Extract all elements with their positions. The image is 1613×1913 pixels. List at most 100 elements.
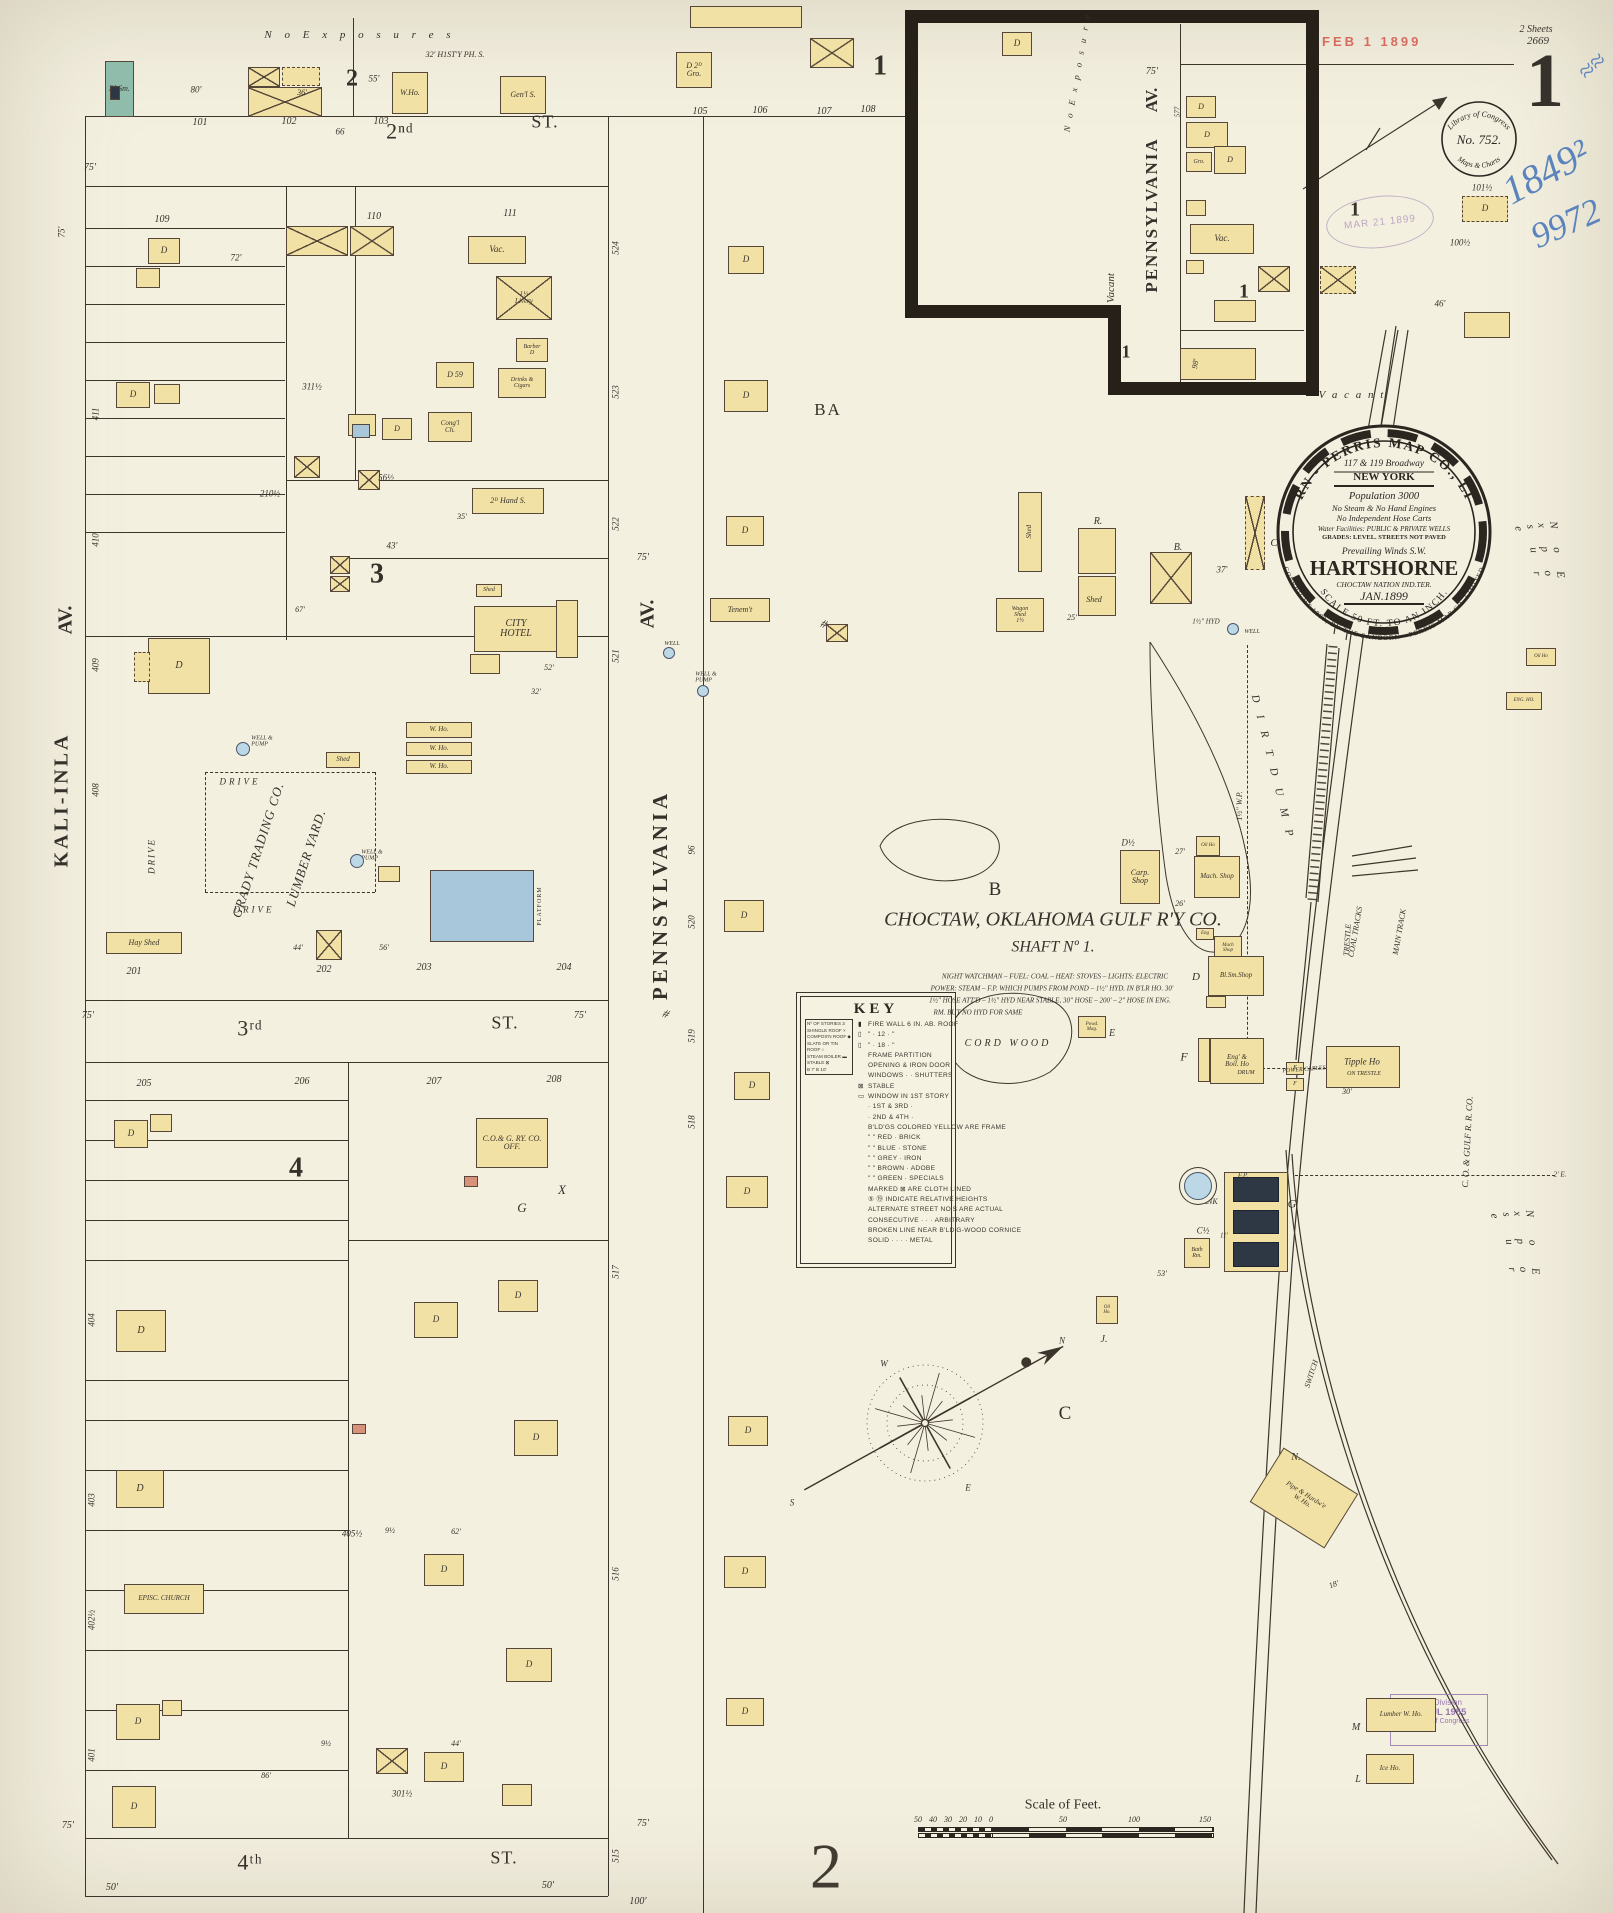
building: D — [382, 418, 412, 440]
building-label: D — [1204, 129, 1210, 139]
map-line — [85, 636, 608, 637]
map-label: DRIVE — [146, 838, 157, 874]
building — [376, 1748, 408, 1774]
map-label: 409 — [90, 658, 101, 672]
map-label: 4 — [289, 1152, 303, 1184]
building-label: D — [432, 1314, 440, 1325]
building — [154, 384, 180, 404]
map-label: N o E x p o s u r e — [1512, 520, 1568, 587]
seal-rim-top: SANBORN - PERRIS MAP CO., LIMITED — [1268, 414, 1475, 502]
sheets-note-1: 2 Sheets — [1519, 23, 1553, 35]
map-label: N. — [1291, 1451, 1301, 1463]
building-label: D — [129, 389, 137, 400]
key-row: ▯" · 12 · " — [858, 1031, 895, 1039]
building-label: D — [1013, 38, 1021, 49]
map-line — [1180, 330, 1304, 331]
map-line — [85, 186, 608, 187]
map-label: 205 — [136, 1077, 152, 1089]
building — [810, 38, 854, 68]
map-label: R. — [1093, 515, 1103, 527]
key-row: ALTERNATE STREET NO'S ARE ACTUAL — [868, 1206, 1004, 1214]
map-label: 3 — [370, 558, 384, 590]
building — [1078, 576, 1116, 616]
building — [1180, 348, 1256, 380]
map-division-line1: Map Division — [1416, 1698, 1462, 1707]
map-division-line3: Library of Congress — [1408, 1718, 1470, 1725]
map-path — [1295, 901, 1312, 1061]
map-label: W — [880, 1358, 888, 1369]
map-label: L — [1355, 1773, 1361, 1785]
building-label: Vac. — [1214, 233, 1230, 244]
building: Pipe & Hardw'e W. Ho. — [1249, 1447, 1359, 1549]
map-label: 101 — [192, 116, 208, 128]
building — [1245, 496, 1265, 570]
map-label: 311½ — [302, 381, 322, 392]
map-label: 408 — [90, 783, 101, 797]
seal-text-line: JAN.1899 — [1360, 589, 1408, 603]
key-rows: ▮FIRE WALL 6 IN. AB. ROOF▯" · 12 · "▯" ·… — [858, 1020, 1021, 1247]
map-label: G — [1287, 1196, 1297, 1211]
map-label: WELL — [1244, 628, 1260, 635]
seal-text-line: Water Facilities: PUBLIC & PRIVATE WELLS — [1318, 525, 1451, 533]
building-label: Wagon Shed 1½ — [1011, 605, 1029, 625]
pencil-squiggle: ≈≈ — [1571, 45, 1613, 87]
scale-tick-label: 50 — [1059, 1814, 1067, 1824]
scale-tick-label: 10 — [974, 1814, 982, 1824]
map-label: 96 — [686, 845, 697, 855]
map-line — [85, 1838, 608, 1839]
building: D — [424, 1752, 464, 1782]
map-label: 520 — [686, 915, 697, 929]
building: D — [728, 1416, 768, 1446]
map-line — [85, 1530, 348, 1531]
building: F — [1286, 1078, 1304, 1091]
scale-tick-label: 0 — [989, 1814, 993, 1824]
map-line — [85, 1770, 348, 1771]
building-label: W.Ho. — [400, 87, 420, 97]
map-label: 62' — [451, 1526, 461, 1536]
building: Gro. — [1186, 152, 1212, 172]
building: Eng — [1196, 928, 1214, 940]
map-line — [85, 418, 285, 419]
map-division-line2: 29 JUL 1955 — [1411, 1707, 1467, 1718]
map-label: 80' — [190, 84, 202, 95]
map-label: WELL & PUMP — [251, 735, 273, 748]
map-label: 46' — [1434, 298, 1446, 309]
map-label: # — [660, 1006, 672, 1022]
building: D — [1214, 146, 1246, 174]
map-label: F — [1180, 1049, 1188, 1064]
building: Bath Rm. — [1184, 1238, 1210, 1268]
building: ENG. HO. — [1506, 692, 1542, 710]
map-label: D½ — [1121, 837, 1135, 848]
key-side-row: SHINGLE ROOF × — [807, 1027, 846, 1033]
map-label: 75' — [1145, 65, 1159, 77]
map-line — [375, 772, 376, 892]
building-label: D — [1227, 154, 1233, 164]
map-line — [85, 380, 285, 381]
scale-tick-label: 20 — [959, 1814, 967, 1824]
building-label: Gen'l S. — [510, 89, 536, 99]
inset-border-bar — [905, 305, 1121, 318]
map-label: 11' — [1220, 1231, 1228, 1240]
building — [150, 1114, 172, 1132]
building — [136, 268, 160, 288]
map-line — [85, 1000, 608, 1001]
building — [248, 67, 280, 87]
building-label: Mach. Shop — [1200, 872, 1234, 881]
building: Bl.Sm.Shop — [1208, 956, 1264, 996]
building-label: D — [741, 525, 749, 536]
map-line — [85, 456, 285, 457]
map-label: CORD WOOD — [964, 1037, 1052, 1049]
building-label: Bl.Sm.Shop — [1219, 971, 1253, 980]
building: W.Ho. — [392, 72, 428, 114]
map-label: AV. — [636, 599, 659, 629]
key-side-row: SLATE OR TIN ROOF ○ — [807, 1040, 838, 1053]
map-label: D — [1192, 971, 1200, 984]
building — [358, 470, 380, 490]
map-label: 27' — [1175, 846, 1185, 856]
building-label: W. Ho. — [429, 744, 449, 753]
building-label: Lumber W. Ho. — [1379, 1710, 1423, 1719]
well-marker — [1227, 623, 1239, 635]
building: D — [148, 238, 180, 264]
building-label: W. Ho. — [429, 762, 449, 771]
